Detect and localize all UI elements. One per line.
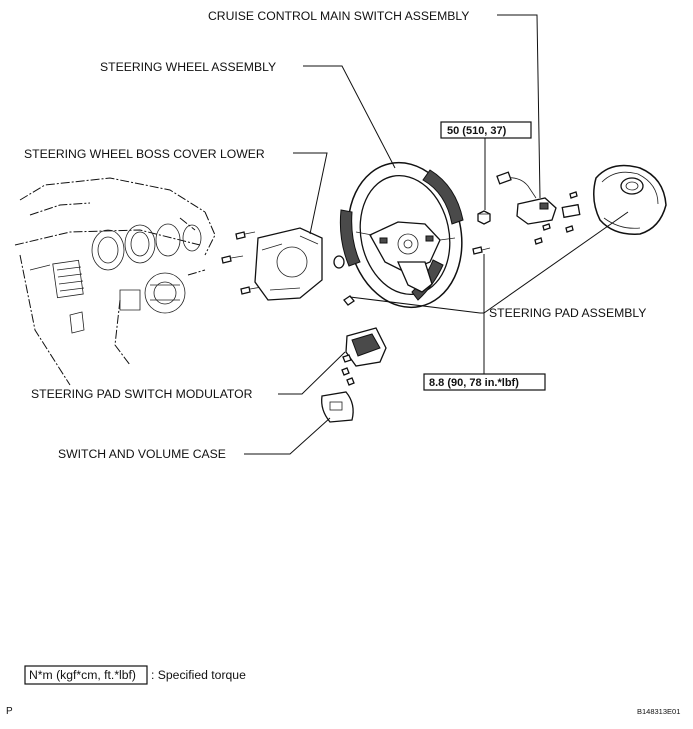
cruise-control-switch-label: CRUISE CONTROL MAIN SWITCH ASSEMBLY	[208, 9, 469, 23]
pad-switch-modulator-part	[341, 327, 387, 386]
volume-case-label: SWITCH AND VOLUME CASE	[58, 447, 226, 461]
steering-wheel-nut	[477, 210, 491, 225]
dashboard-outline	[14, 177, 216, 386]
legend: N*m (kgf*cm, ft.*lbf) : Specified torque	[24, 665, 246, 685]
steering-wheel-part	[339, 161, 464, 309]
steering-pad-label: STEERING PAD ASSEMBLY	[489, 306, 646, 320]
torque-box-screw: 8.8 (90, 78 in.*lbf)	[423, 373, 546, 391]
washer	[333, 255, 345, 269]
boss-cover-screw	[235, 231, 256, 240]
steering-wheel-label: STEERING WHEEL ASSEMBLY	[100, 60, 276, 74]
torque-value-screw: 8.8 (90, 78 in.*lbf)	[429, 377, 519, 389]
boss-cover-screw	[240, 286, 263, 295]
boss-cover-screw	[221, 255, 244, 264]
legend-unit-box: N*m (kgf*cm, ft.*lbf)	[29, 668, 136, 682]
volume-case-part	[321, 391, 354, 423]
legend-description: : Specified torque	[151, 668, 246, 682]
pad-screw	[472, 246, 491, 255]
torque-value-nut: 50 (510, 37)	[447, 125, 507, 137]
leader-lines	[244, 14, 629, 455]
torque-box-nut: 50 (510, 37)	[440, 121, 532, 139]
figure-id: B148313E01	[637, 707, 680, 716]
cruise-control-switch-part	[496, 171, 581, 245]
wheel-screw-left	[343, 295, 355, 306]
boss-cover-lower-part	[254, 227, 323, 301]
boss-cover-label: STEERING WHEEL BOSS COVER LOWER	[24, 147, 265, 161]
steering-pad-part	[593, 164, 667, 235]
page-mark: P	[6, 706, 13, 717]
pad-switch-modulator-label: STEERING PAD SWITCH MODULATOR	[31, 387, 253, 401]
